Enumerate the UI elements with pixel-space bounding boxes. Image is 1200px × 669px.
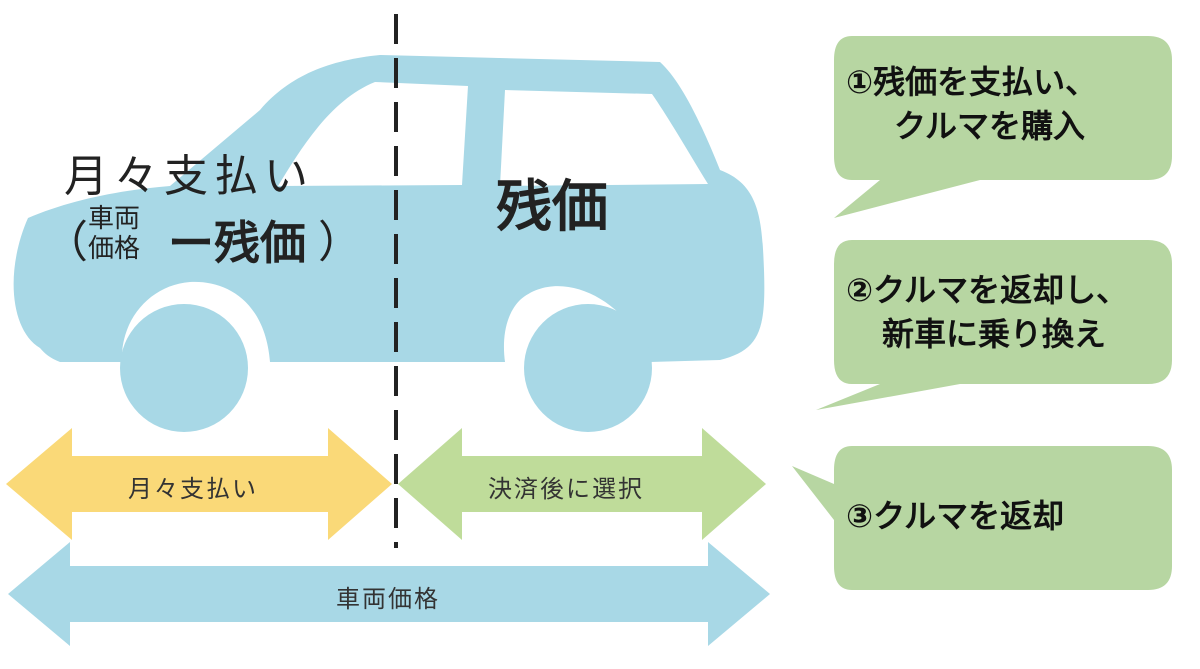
car-paren-close: ） <box>318 217 362 268</box>
vehicle-price-arrow <box>8 542 770 646</box>
option-3-text: ③クルマを返却 <box>846 494 1064 538</box>
vehicle-price-arrow-label: 車両価格 <box>336 585 440 613</box>
settlement-arrow <box>398 428 766 540</box>
car-wheel-rear <box>524 304 652 432</box>
car-minus-residual: ー残価 <box>168 216 306 270</box>
option-1-text: ①残価を支払い、 クルマを購入 <box>846 60 1097 148</box>
monthly-arrow-label: 月々支払い <box>128 475 258 503</box>
monthly-payment-arrow <box>6 428 392 540</box>
car-residual-label: 残価 <box>496 175 608 240</box>
option-1-line-1: ①残価を支払い、 <box>846 63 1098 101</box>
option-2-text: ②クルマを返却し、 新車に乗り換え <box>846 268 1128 356</box>
car-window-rear <box>500 90 708 186</box>
option-3-line-1: ③クルマを返却 <box>846 497 1065 535</box>
settlement-arrow-label: 決済後に選択 <box>488 475 644 503</box>
option-2-line-2: 新車に乗り換え <box>882 315 1107 353</box>
option-1-line-2: クルマを購入 <box>894 107 1086 145</box>
stack-top-text: 車両 <box>88 204 141 234</box>
stack-bottom-text: 価格 <box>88 234 141 264</box>
car-wheel-front <box>120 304 248 432</box>
option-2-line-1: ②クルマを返却し、 <box>846 271 1129 309</box>
car-paren-open: （ <box>44 217 88 268</box>
car-window-front <box>278 82 468 186</box>
option-bubble-2 <box>816 240 1172 410</box>
car-vehicle-price-stack: 車両 価格 <box>88 204 140 264</box>
option-bubble-3 <box>792 446 1172 590</box>
car-monthly-label: 月々支払い <box>64 151 314 202</box>
option-bubble-1 <box>834 36 1172 218</box>
